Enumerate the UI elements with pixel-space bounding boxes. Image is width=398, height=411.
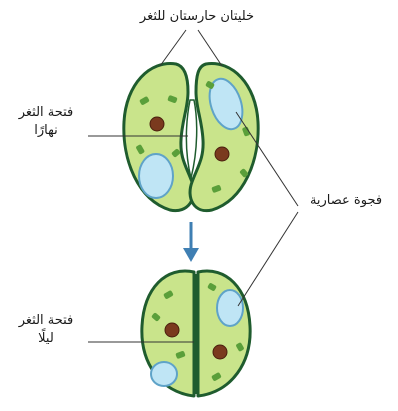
- open-pore: [186, 100, 196, 178]
- stoma-closed-label-line2: ليلًا: [6, 330, 86, 348]
- nucleus-top-right: [215, 147, 229, 161]
- nucleus-bottom-left: [165, 323, 179, 337]
- stoma-open-label-line1: فتحة الثغر: [6, 104, 86, 122]
- stoma-closed-label-line1: فتحة الثغر: [6, 312, 86, 330]
- nucleus-top-left: [150, 117, 164, 131]
- vacuole-bottom-right: [217, 290, 243, 326]
- nucleus-bottom-right: [213, 345, 227, 359]
- stoma-closed-label: فتحة الثغر ليلًا: [6, 312, 86, 347]
- vacuole-top-left: [139, 154, 173, 198]
- closed-stoma: [142, 271, 250, 396]
- vacuole-label: فجوة عصارية: [300, 192, 392, 210]
- down-arrow: [183, 222, 199, 262]
- stoma-open-label: فتحة الثغر نهارًا: [6, 104, 86, 139]
- guard-cell-right-closed: [198, 271, 250, 396]
- open-stoma: [124, 64, 258, 211]
- stoma-open-label-line2: نهارًا: [6, 122, 86, 140]
- vacuole-bottom-left: [151, 362, 177, 386]
- guard-cells-label: خليتان حارستان للثغر: [112, 8, 282, 26]
